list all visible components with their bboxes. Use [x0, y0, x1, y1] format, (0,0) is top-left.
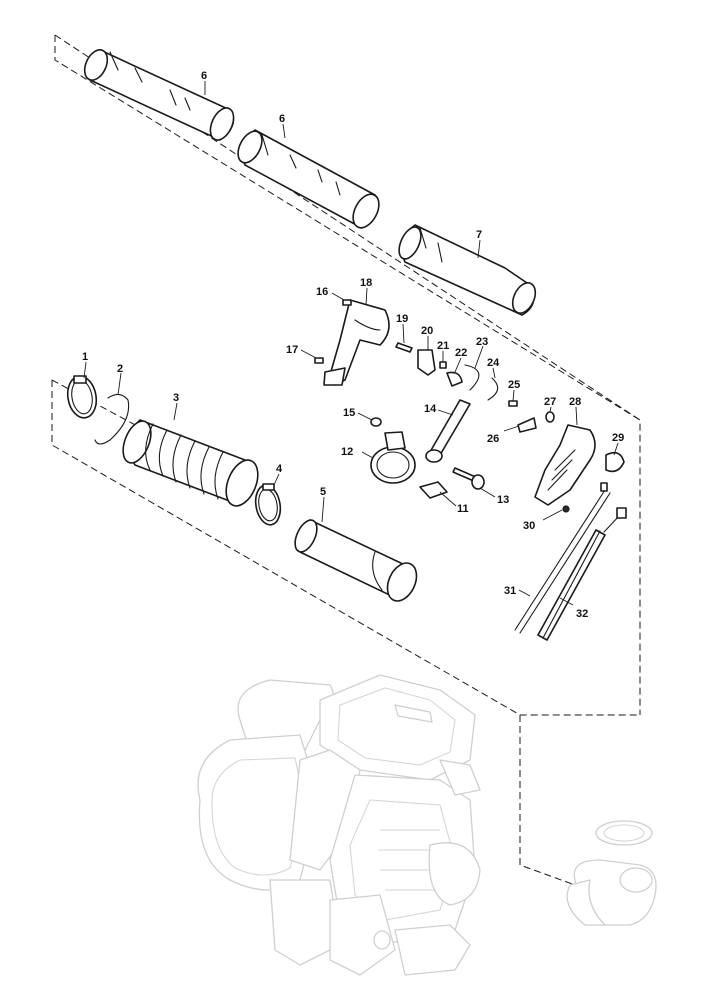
blower-unit-ghost: [197, 674, 481, 976]
screw-part-25: [508, 400, 518, 407]
callout-16: 16: [316, 286, 328, 298]
callout-21: 21: [437, 340, 449, 352]
cable-part-32: [537, 507, 627, 641]
gasket-part-11: [419, 481, 448, 499]
callout-2: 2: [117, 363, 123, 375]
callout-32: 32: [576, 608, 588, 620]
callout-14: 14: [424, 403, 437, 415]
callout-13: 13: [497, 494, 509, 506]
callout-1: 1: [82, 351, 88, 363]
callout-27: 27: [544, 396, 556, 408]
callout-4: 4: [276, 463, 283, 475]
clip-part-22: [446, 371, 463, 387]
callout-19: 19: [396, 313, 408, 325]
knob-part-29: [605, 451, 625, 473]
screw-part-30: [562, 505, 570, 513]
spring-part-23: [464, 364, 480, 391]
callout-26: 26: [487, 433, 499, 445]
clamp-part-12: [370, 431, 416, 484]
cable-part-14: [425, 399, 471, 463]
bolt-part-13: [452, 467, 485, 490]
callout-28: 28: [569, 396, 581, 408]
callout-7: 7: [476, 229, 482, 241]
clamp-part-4: [254, 483, 282, 526]
lever-part-20: [417, 349, 436, 376]
wire-part-24: [487, 377, 499, 401]
callout-labels: 1 2 3 4 5 6 6 7 11 12 13 14 15 16 17 18 …: [82, 70, 624, 620]
bellows-part-3: [122, 419, 259, 507]
washer-part-27: [545, 411, 555, 423]
callout-30: 30: [523, 520, 535, 532]
spring-part-19: [395, 342, 413, 353]
callout-15: 15: [343, 407, 355, 419]
screw-part-16: [342, 299, 352, 306]
callout-6a: 6: [201, 70, 207, 82]
callout-6b: 6: [279, 113, 285, 125]
screw-part-17: [314, 357, 324, 364]
callout-5: 5: [320, 486, 326, 498]
callout-20: 20: [421, 325, 433, 337]
callout-24: 24: [487, 357, 500, 369]
wire-part-2: [94, 393, 130, 445]
lever-part-26: [517, 417, 537, 433]
grip-part-28: [534, 424, 596, 506]
tube-part-5: [294, 519, 418, 602]
callout-22: 22: [455, 347, 467, 359]
pin-part-21: [439, 361, 447, 369]
nut-part-15: [370, 417, 382, 427]
handle-part-18: [323, 299, 390, 386]
clamp-part-1: [66, 375, 98, 419]
callout-23: 23: [476, 336, 488, 348]
callout-3: 3: [173, 392, 179, 404]
cable-part-31: [514, 482, 611, 634]
callout-11: 11: [457, 503, 469, 515]
callout-25: 25: [508, 379, 520, 391]
callout-12: 12: [341, 446, 353, 458]
tube-part-6a: [83, 49, 235, 141]
callout-18: 18: [360, 277, 372, 289]
callout-31: 31: [504, 585, 516, 597]
leader-lines: [83, 81, 619, 606]
tube-part-6b: [237, 129, 380, 229]
callout-17: 17: [286, 344, 298, 356]
callout-29: 29: [612, 432, 624, 444]
elbow-connector-ghost: [566, 820, 657, 926]
nozzle-part-7: [398, 224, 537, 316]
